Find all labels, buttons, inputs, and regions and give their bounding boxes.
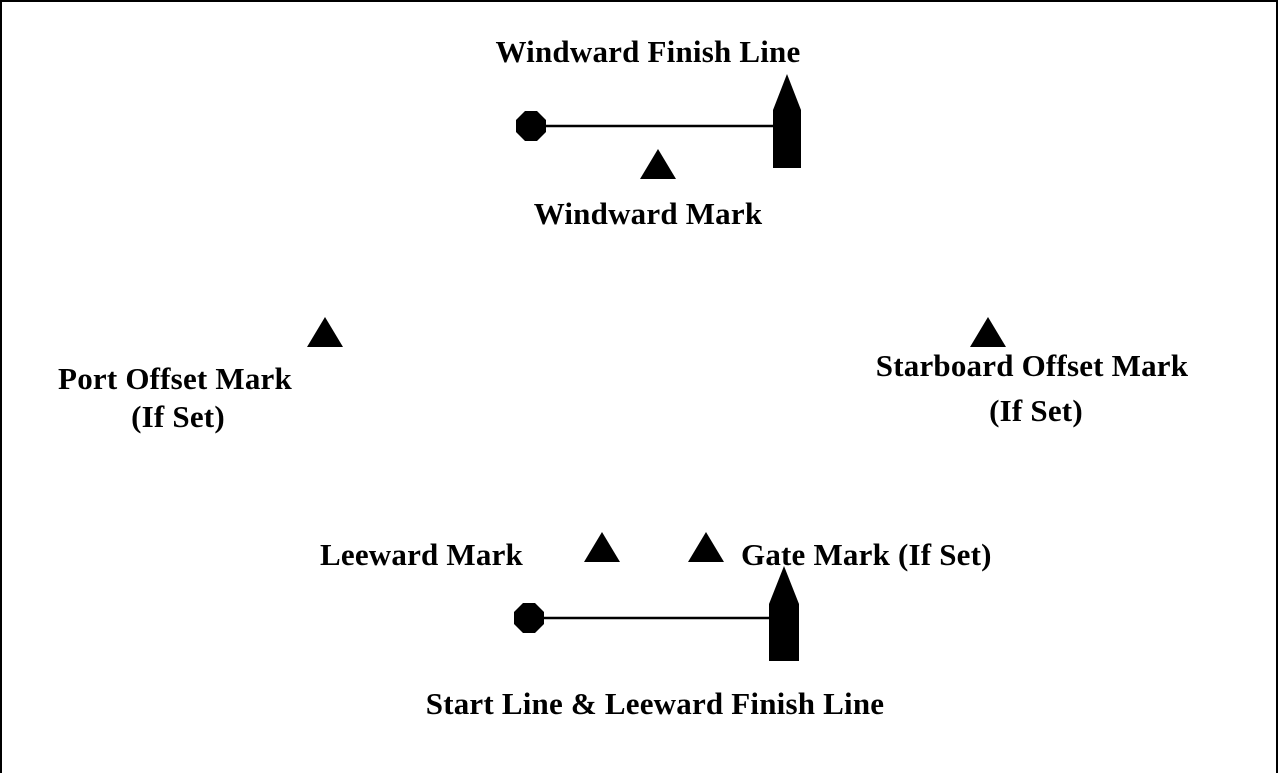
start-line-label: Start Line & Leeward Finish Line xyxy=(425,686,885,721)
port-offset-mark-triangle-icon xyxy=(307,317,343,347)
starboard-offset-mark-triangle-icon xyxy=(970,317,1006,347)
start-line-pin-octagon-icon xyxy=(514,603,544,633)
port-offset-mark-note: (If Set) xyxy=(131,399,225,434)
windward-finish-line xyxy=(516,74,801,168)
leeward-mark-triangle-icon xyxy=(584,532,620,562)
start-line-committee-boat-icon xyxy=(769,566,799,661)
windward-mark-triangle-icon xyxy=(640,149,676,179)
port-offset-mark-label: Port Offset Mark xyxy=(58,361,292,396)
gate-mark-label: Gate Mark (If Set) xyxy=(741,537,992,572)
windward-finish-committee-boat-icon xyxy=(773,74,801,168)
windward-mark-label: Windward Mark xyxy=(533,196,763,231)
start-line xyxy=(514,566,799,661)
leeward-mark-label: Leeward Mark xyxy=(320,537,523,572)
windward-finish-line-label: Windward Finish Line xyxy=(495,34,801,69)
windward-finish-pin-octagon-icon xyxy=(516,111,546,141)
starboard-offset-mark-note: (If Set) xyxy=(989,393,1083,428)
gate-mark-triangle-icon xyxy=(688,532,724,562)
starboard-offset-mark-label: Starboard Offset Mark xyxy=(875,348,1189,383)
